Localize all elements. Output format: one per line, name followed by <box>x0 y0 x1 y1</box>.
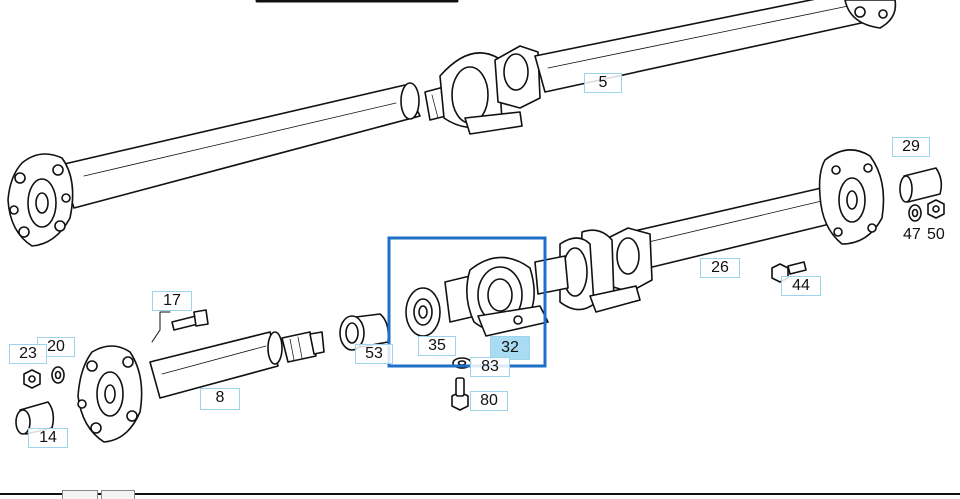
callout-part-17[interactable]: 17 <box>152 291 192 311</box>
selection-highlight-box <box>387 236 547 368</box>
callout-part-26[interactable]: 26 <box>700 258 740 278</box>
callout-part-35[interactable]: 35 <box>418 336 456 356</box>
callout-part-44[interactable]: 44 <box>781 276 821 296</box>
center-bearing-assembly <box>405 256 549 337</box>
callout-part-50[interactable]: 50 <box>927 226 945 243</box>
callout-part-23[interactable]: 23 <box>9 344 47 364</box>
callout-part-80[interactable]: 80 <box>470 391 508 411</box>
callout-part-47[interactable]: 47 <box>903 226 921 243</box>
front-propeller-shaft <box>77 331 325 443</box>
dust-cap <box>339 313 390 351</box>
callout-part-14[interactable]: 14 <box>28 428 68 448</box>
callout-part-29[interactable]: 29 <box>892 137 930 157</box>
rear-propeller-shaft <box>534 149 885 313</box>
callout-part-32[interactable]: 32 <box>490 336 530 360</box>
upper-propeller-shaft <box>7 0 897 247</box>
callout-part-5[interactable]: 5 <box>584 73 622 93</box>
callout-part-83[interactable]: 83 <box>470 357 510 377</box>
page-tab-2[interactable] <box>101 490 135 499</box>
page-tab-1[interactable] <box>62 490 98 499</box>
callout-part-8[interactable]: 8 <box>200 388 240 410</box>
callout-part-53[interactable]: 53 <box>355 344 393 364</box>
hardware-parts <box>15 167 945 435</box>
